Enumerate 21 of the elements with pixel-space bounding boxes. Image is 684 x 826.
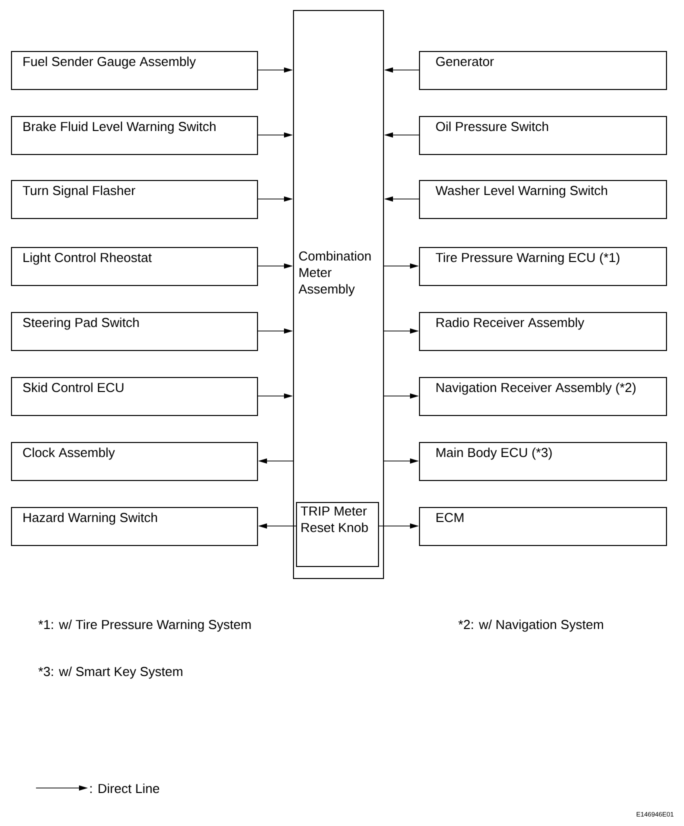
footnote: *1: w/ Tire Pressure Warning System bbox=[38, 620, 251, 632]
module-box: ECM bbox=[419, 507, 667, 546]
module-box: Brake Fluid Level Warning Switch bbox=[11, 116, 258, 155]
inner-box: TRIP Meter Reset Knob bbox=[296, 502, 379, 567]
module-box: Turn Signal Flasher bbox=[11, 180, 258, 219]
footnote: *3: w/ Smart Key System bbox=[38, 666, 182, 679]
module-box: Oil Pressure Switch bbox=[419, 116, 667, 155]
module-box: Main Body ECU (*3) bbox=[419, 442, 667, 481]
module-box: Radio Receiver Assembly bbox=[419, 312, 667, 351]
module-box: Light Control Rheostat bbox=[11, 247, 258, 286]
legend-text: : Direct Line bbox=[90, 784, 160, 794]
footnote: *2: w/ Navigation System bbox=[458, 620, 604, 632]
module-box: Skid Control ECU bbox=[11, 377, 258, 416]
module-box: Washer Level Warning Switch bbox=[419, 180, 667, 219]
module-box: Fuel Sender Gauge Assembly bbox=[11, 51, 258, 90]
module-box: Hazard Warning Switch bbox=[11, 507, 258, 546]
module-box: Navigation Receiver Assembly (*2) bbox=[419, 377, 667, 416]
module-box: Generator bbox=[419, 51, 667, 90]
module-box: Tire Pressure Warning ECU (*1) bbox=[419, 247, 667, 286]
module-box: Steering Pad Switch bbox=[11, 312, 258, 351]
module-box: Clock Assembly bbox=[11, 442, 258, 481]
